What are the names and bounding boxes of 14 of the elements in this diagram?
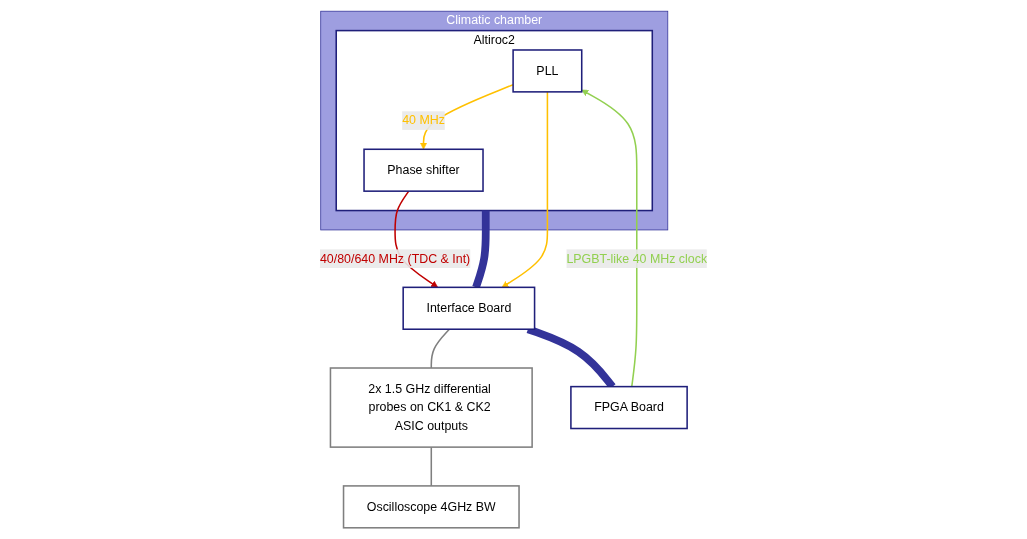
edge-label: LPGBT-like 40 MHz clock xyxy=(566,251,708,265)
edge-label: 40 MHz xyxy=(402,113,445,127)
node-box: FPGA Board xyxy=(570,385,688,430)
arrow xyxy=(581,89,638,388)
connector xyxy=(430,446,433,487)
connector xyxy=(430,328,451,369)
node-box: Oscilloscope 4GHz BW xyxy=(342,485,520,529)
edge-label: 40/80/640 MHz (TDC & Int) xyxy=(319,251,471,265)
node-box: 2x 1.5 GHz differential probes on CK1 & CK2 ASIC outputs xyxy=(329,367,533,448)
node-box: Phase shifter xyxy=(363,148,484,192)
node-box: Interface Board xyxy=(402,286,536,330)
arrow xyxy=(501,91,549,288)
connector xyxy=(472,209,490,289)
node-box: PLL xyxy=(512,49,583,93)
